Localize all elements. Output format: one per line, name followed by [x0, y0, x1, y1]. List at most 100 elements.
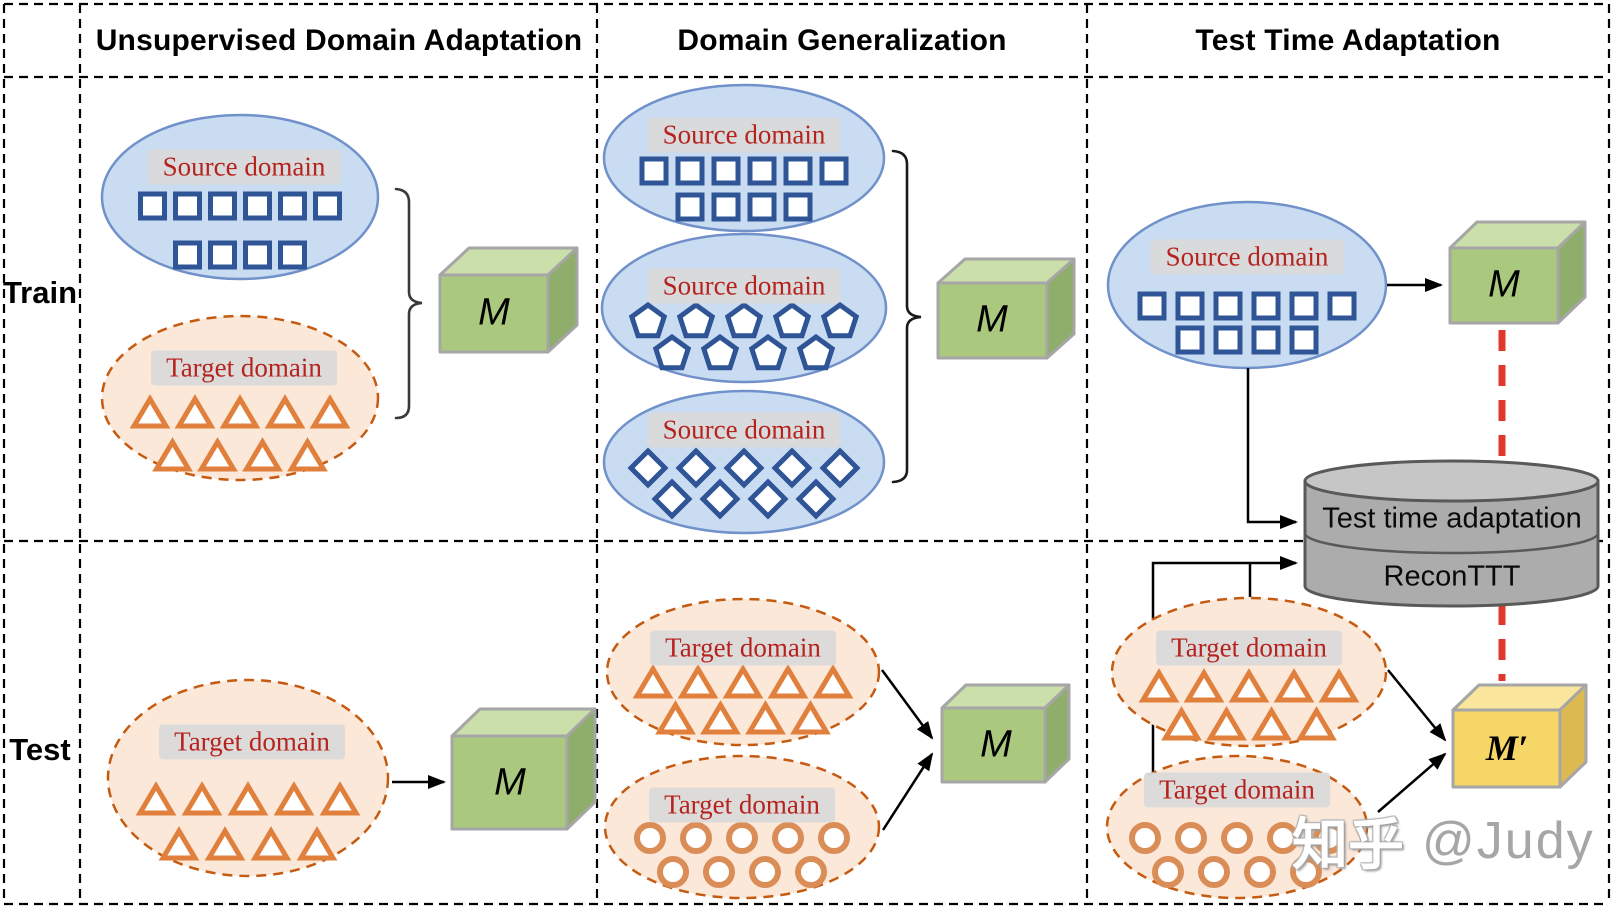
triangle-marker	[296, 826, 338, 861]
triangle-marker	[309, 394, 351, 429]
square-marker	[208, 240, 237, 270]
adapted-model-label: M′	[1485, 728, 1529, 768]
triangle-marker	[1296, 706, 1337, 741]
domain-chip: Source domain	[647, 117, 841, 153]
triangle-marker	[181, 781, 223, 816]
triangle-marker	[219, 394, 261, 429]
diamond-marker	[819, 447, 861, 489]
square-marker	[675, 192, 705, 222]
square-marker	[711, 192, 741, 222]
square-marker	[711, 156, 741, 186]
domain-chip: Target domain	[649, 787, 835, 823]
column-header-tta: Test Time Adaptation	[1195, 24, 1501, 57]
triangle-marker	[158, 826, 200, 861]
circle-marker	[1129, 822, 1161, 854]
circle-marker	[703, 856, 735, 888]
arrow	[881, 752, 934, 831]
target-domain-ellipse	[106, 678, 390, 878]
model-label: M	[478, 291, 510, 334]
circle-marker	[749, 856, 781, 888]
brace	[891, 149, 922, 484]
diamond-marker	[675, 447, 717, 489]
square-marker	[208, 191, 237, 221]
triangle-marker	[1251, 706, 1292, 741]
circle-marker	[657, 856, 689, 888]
square-markers	[1137, 291, 1357, 355]
diamond-marker	[699, 478, 741, 520]
triangle-marker	[790, 700, 831, 735]
triangle-marker	[745, 700, 786, 735]
domain-chip: Source domain	[147, 149, 341, 185]
triangle-marker	[1318, 668, 1360, 703]
diamond-marker	[651, 478, 693, 520]
diamond-marker	[771, 447, 813, 489]
triangle-marker	[722, 664, 764, 699]
circle-marker	[772, 822, 804, 854]
column-header-dg: Domain Generalization	[677, 24, 1007, 57]
cylinder-label-bottom: ReconTTT	[1383, 560, 1521, 593]
domain-chip: Source domain	[1150, 239, 1344, 275]
square-marker	[1289, 291, 1319, 321]
circle-marker	[1221, 822, 1253, 854]
adapted-model-cube	[1451, 683, 1588, 789]
pentagon-marker	[724, 301, 764, 339]
pentagon-marker	[772, 301, 812, 339]
model-label: M	[976, 298, 1008, 341]
triangle-marker	[319, 781, 361, 816]
triangle-marker	[242, 437, 283, 472]
pentagon-marker	[820, 301, 860, 339]
model-label: M	[1488, 263, 1520, 306]
source-domain-ellipse	[1106, 200, 1388, 370]
triangle-marker	[812, 664, 854, 699]
column-header-uda: Unsupervised Domain Adaptation	[95, 24, 583, 57]
square-marker	[1213, 325, 1243, 355]
arrow	[880, 669, 934, 740]
ttt-cylinder	[1303, 459, 1600, 608]
circle-marker	[1267, 822, 1299, 854]
square-marker	[747, 156, 777, 186]
circle-marker	[1244, 856, 1276, 888]
circle-marker	[1175, 822, 1207, 854]
triangle-marker	[135, 781, 177, 816]
diamond-marker	[627, 447, 669, 489]
arrow	[1387, 669, 1447, 742]
square-marker	[1213, 291, 1243, 321]
domain-chip: Target domain	[151, 350, 337, 386]
circle-marker	[1313, 822, 1345, 854]
domain-chip: Target domain	[1156, 630, 1342, 666]
triangle-markers	[129, 394, 351, 472]
square-marker	[1175, 325, 1205, 355]
triangle-marker	[632, 664, 674, 699]
model-cube	[940, 683, 1071, 784]
circle-marker	[1152, 856, 1184, 888]
pentagon-marker	[700, 333, 740, 371]
square-marker	[639, 156, 669, 186]
circle-marker	[634, 822, 666, 854]
triangle-markers	[632, 664, 854, 735]
triangle-marker	[1138, 668, 1180, 703]
triangle-markers	[1138, 668, 1360, 741]
triangle-marker	[1206, 706, 1247, 741]
square-marker	[1289, 325, 1319, 355]
square-marker	[675, 156, 705, 186]
square-markers	[639, 156, 849, 222]
triangle-marker	[129, 394, 171, 429]
pentagon-marker	[748, 333, 788, 371]
square-marker	[819, 156, 849, 186]
triangle-marker	[174, 394, 216, 429]
domain-chip: Target domain	[650, 630, 836, 666]
triangle-marker	[287, 437, 328, 472]
square-marker	[173, 240, 202, 270]
circle-marker	[818, 822, 850, 854]
pentagon-marker	[796, 333, 836, 371]
triangle-marker	[1161, 706, 1202, 741]
domain-chip: Target domain	[159, 724, 345, 760]
square-marker	[1137, 291, 1167, 321]
pentagon-marker	[652, 333, 692, 371]
connector-line	[1246, 368, 1298, 529]
square-marker	[138, 191, 167, 221]
triangle-marker	[1183, 668, 1225, 703]
triangle-marker	[700, 700, 741, 735]
